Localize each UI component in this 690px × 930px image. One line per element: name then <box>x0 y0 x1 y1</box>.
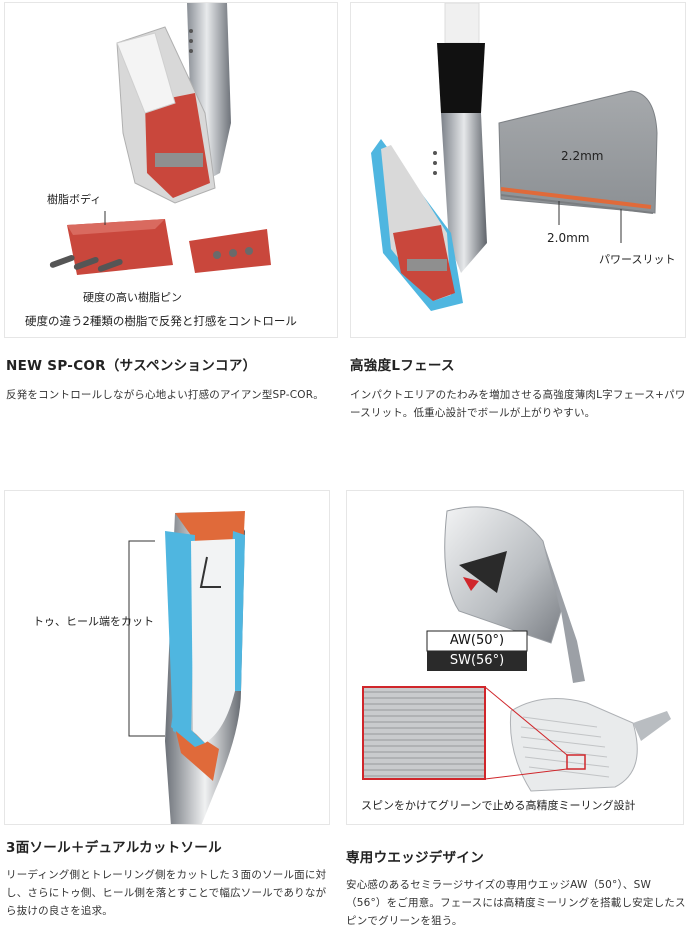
wedge-description: 安心感のあるセミラージサイズの専用ウエッジAW（50°）、SW（56°）をご用意… <box>346 879 686 927</box>
power-slit-label: パワースリット <box>599 253 676 266</box>
sp-cor-drawing <box>49 3 271 275</box>
sp-cor-description: 反発をコントロールしながら心地よい打感のアイアン型SP-COR。 <box>6 389 324 401</box>
wedge-illustration: AW(50°) SW(56°) スピンをかけてグリーンで止める高精度ミーリング設… <box>346 490 684 825</box>
sp-cor-image-caption: 硬度の違う2種類の樹脂で反発と打感をコントロール <box>25 314 297 328</box>
l-face-title: 高強度Lフェース <box>350 358 455 374</box>
l-face-description: インパクトエリアのたわみを増加させる高強度薄肉L字フェース+パワースリット。低重… <box>350 389 686 419</box>
l-face-illustration: 2.2mm 2.0mm パワースリット <box>350 2 686 338</box>
wedge-image-caption: スピンをかけてグリーンで止める高精度ミーリング設計 <box>361 799 636 812</box>
sole-drawing <box>128 511 245 824</box>
sp-cor-illustration: 樹脂ボディ 硬度の高い樹脂ピン 硬度の違う2種類の樹脂で反発と打感をコントロール <box>4 2 338 338</box>
label-hard-resin-pin: 硬度の高い樹脂ピン <box>83 291 182 304</box>
cut-edge-label: トゥ、ヒール端をカット <box>33 615 154 628</box>
sole-illustration: トゥ、ヒール端をカット <box>4 490 330 825</box>
wedge-title: 専用ウエッジデザイン <box>346 850 484 866</box>
sw-badge: SW(56°) <box>449 653 505 668</box>
dim-bottom-label: 2.0mm <box>547 231 590 245</box>
dim-top-label: 2.2mm <box>561 149 604 163</box>
sole-title: 3面ソール＋デュアルカットソール <box>6 840 222 856</box>
sole-description: リーディング側とトレーリング側をカットした３面のソール面に対し、さらにトゥ側、ヒ… <box>6 869 327 917</box>
wedge-drawing <box>362 506 671 792</box>
aw-badge: AW(50°) <box>449 633 505 648</box>
l-face-drawing <box>371 3 658 311</box>
sp-cor-title: NEW SP-COR（サスペンションコア） <box>6 358 257 374</box>
label-resin-body: 樹脂ボディ <box>47 193 102 206</box>
